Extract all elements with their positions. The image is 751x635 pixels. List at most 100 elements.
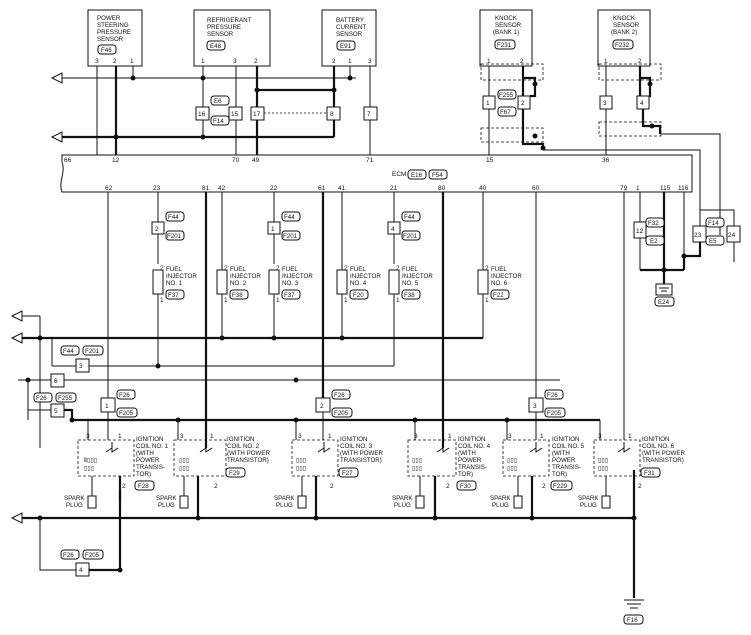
shield-ground-area: 12 F32 E2 23 24 F14 E5 E24 [633,209,741,307]
svg-text:1: 1 [271,226,275,233]
svg-text:2: 2 [276,265,280,272]
pin-label: 3 [368,58,372,65]
svg-text:F14: F14 [213,118,224,125]
svg-text:F201: F201 [167,233,182,240]
coil-winding-icon: ▯▯▯ [507,457,517,464]
svg-text:81: 81 [202,185,210,192]
pin-label: 2 [638,58,642,65]
svg-text:F37: F37 [284,292,295,299]
pin-label: 3 [95,58,99,65]
injector-6: 2 1 FUEL INJECTOR NO. 6 F22 [477,265,522,338]
svg-text:IGNITION: IGNITION [340,436,368,443]
svg-text:INJECTOR: INJECTOR [166,273,197,280]
svg-text:2: 2 [396,265,400,272]
svg-text:5: 5 [54,408,58,415]
svg-text:F54: F54 [432,172,443,179]
svg-text:F22: F22 [493,292,504,299]
svg-text:F67: F67 [500,109,511,116]
svg-text:F201: F201 [403,233,418,240]
svg-text:F44: F44 [168,214,179,221]
svg-text:POWER: POWER [552,457,576,464]
pin-label: 2 [113,58,117,65]
svg-text:24: 24 [728,232,736,239]
spark-plug-icon [513,495,523,509]
svg-text:COIL NO. 1: COIL NO. 1 [136,443,169,450]
svg-text:F201: F201 [283,233,298,240]
connector-label: E91 [340,43,352,50]
svg-text:IGNITION: IGNITION [227,436,255,443]
arrow-icon [10,512,23,524]
svg-text:PLUG: PLUG [580,502,597,509]
svg-text:8: 8 [330,111,334,118]
svg-text:1: 1 [105,403,109,410]
svg-text:3: 3 [603,100,607,107]
svg-text:1: 1 [328,433,332,440]
sensor-label: REFRIGERANT [207,17,252,24]
svg-text:42: 42 [218,185,226,192]
svg-text:23: 23 [694,232,702,239]
svg-text:NO. 5: NO. 5 [402,280,419,287]
injector-coil-icon [152,269,164,295]
svg-text:49: 49 [252,157,260,164]
svg-text:COIL NO. 5: COIL NO. 5 [552,443,585,450]
coil-winding-icon: ▯▯▯ [412,465,422,472]
svg-text:1: 1 [636,185,640,192]
svg-text:E24: E24 [658,299,670,306]
svg-text:TRANSISTOR): TRANSISTOR) [227,457,269,464]
spark-plug-icon [415,495,425,509]
injector-coil-icon [216,269,228,295]
sensor-label: STEERING [97,22,129,29]
ground-icon [655,283,673,296]
svg-text:INJECTOR: INJECTOR [230,273,261,280]
svg-text:F38: F38 [404,292,415,299]
svg-text:PLUG: PLUG [158,502,175,509]
svg-text:NO. 3: NO. 3 [282,280,299,287]
svg-text:4: 4 [391,226,395,233]
svg-text:80: 80 [438,185,446,192]
ignition-coil-6: 3 1 2 ▯▯▯ ▯▯▯ SPARK PLUG IGNITION COIL N… [578,420,685,509]
svg-text:PLUG: PLUG [492,502,509,509]
svg-text:16: 16 [198,111,206,118]
svg-text:SPARK: SPARK [392,495,413,502]
svg-text:3: 3 [414,433,418,440]
svg-text:SPARK: SPARK [156,495,177,502]
svg-text:F205: F205 [119,410,134,417]
svg-text:1: 1 [224,297,228,304]
svg-text:60: 60 [532,185,540,192]
svg-text:F16: F16 [627,617,638,624]
svg-text:2: 2 [485,265,489,272]
svg-text:15: 15 [486,157,494,164]
coil-winding-icon: ▯▯▯ [296,457,306,464]
svg-text:TRANSIS-: TRANSIS- [552,464,581,471]
svg-text:3: 3 [79,363,83,370]
svg-text:TOR): TOR) [136,471,151,478]
svg-text:4: 4 [640,100,644,107]
svg-text:F44: F44 [63,348,74,355]
svg-text:F37: F37 [168,292,179,299]
injector-3: 1 F44 F201 2 1 FUEL INJECTOR NO. 3 F37 [267,211,313,338]
svg-text:FUEL: FUEL [282,266,298,273]
pin-label: 2 [254,58,258,65]
sensor-power-steering: POWER STEERING PRESSURE SENSOR F46 3 2 1 [87,9,143,67]
svg-text:17: 17 [253,111,261,118]
svg-text:61: 61 [318,185,326,192]
sensor-label: CURRENT [336,24,366,31]
svg-text:F205: F205 [334,410,349,417]
injector-coil-icon [477,269,489,295]
svg-text:POWER: POWER [458,457,482,464]
svg-text:FUEL: FUEL [402,266,418,273]
svg-text:F26: F26 [36,395,47,402]
svg-text:40: 40 [479,185,487,192]
coil-winding-icon: ▯▯▯ [84,465,94,472]
coil-winding-icon: ▯▯▯ [598,465,608,472]
svg-text:FUEL: FUEL [230,266,246,273]
svg-text:F14: F14 [708,220,719,227]
sensor-label: SENSOR [336,31,363,38]
injector-2: 2 1 FUEL INJECTOR NO. 2 F38 [216,265,261,338]
svg-text:SPARK: SPARK [64,495,85,502]
svg-text:115: 115 [660,185,671,192]
svg-text:COIL NO. 2: COIL NO. 2 [227,443,260,450]
connector-label: F232 [615,42,630,49]
svg-text:NO. 4: NO. 4 [350,280,367,287]
sensor-label: PRESSURE [97,29,131,36]
